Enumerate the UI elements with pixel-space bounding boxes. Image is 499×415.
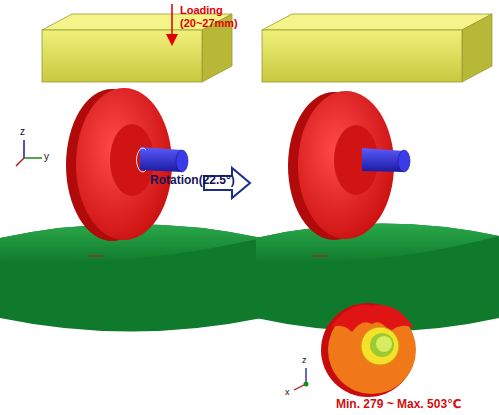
axis-triad — [294, 368, 309, 390]
axis-label: x — [285, 387, 290, 397]
floor-marks — [312, 255, 386, 256]
shaft — [140, 147, 182, 172]
shaft — [362, 148, 404, 172]
load-label: Loading (20~27mm) — [180, 4, 242, 29]
axis-label: z — [302, 355, 307, 365]
rotation-label: Rotation(22.5°) — [150, 174, 235, 188]
bore — [370, 333, 394, 357]
floor-top — [256, 223, 499, 262]
temperature-contour — [294, 303, 416, 397]
max-zone — [330, 305, 414, 332]
loading-arrow — [171, 4, 173, 40]
floor-side — [0, 224, 262, 332]
beam-top — [262, 14, 492, 30]
floor-marks — [88, 255, 160, 256]
axis-triad — [16, 140, 42, 166]
beam-front — [42, 30, 202, 82]
axis-label: z — [20, 126, 25, 138]
floor-side — [256, 223, 499, 331]
temperature-range: Min. 279 ~ Max. 503℃ — [336, 398, 462, 412]
beam-front — [262, 30, 462, 82]
beam-end — [462, 14, 492, 82]
shaft-end — [176, 150, 188, 172]
left-panel — [0, 4, 262, 332]
shaft-end — [398, 150, 410, 172]
rotation-arrow — [137, 148, 146, 172]
axis-label: y — [44, 151, 49, 163]
hub-zone — [361, 327, 399, 365]
outer-shell — [321, 303, 415, 397]
right-panel — [256, 14, 499, 332]
bore-inner — [376, 336, 392, 352]
